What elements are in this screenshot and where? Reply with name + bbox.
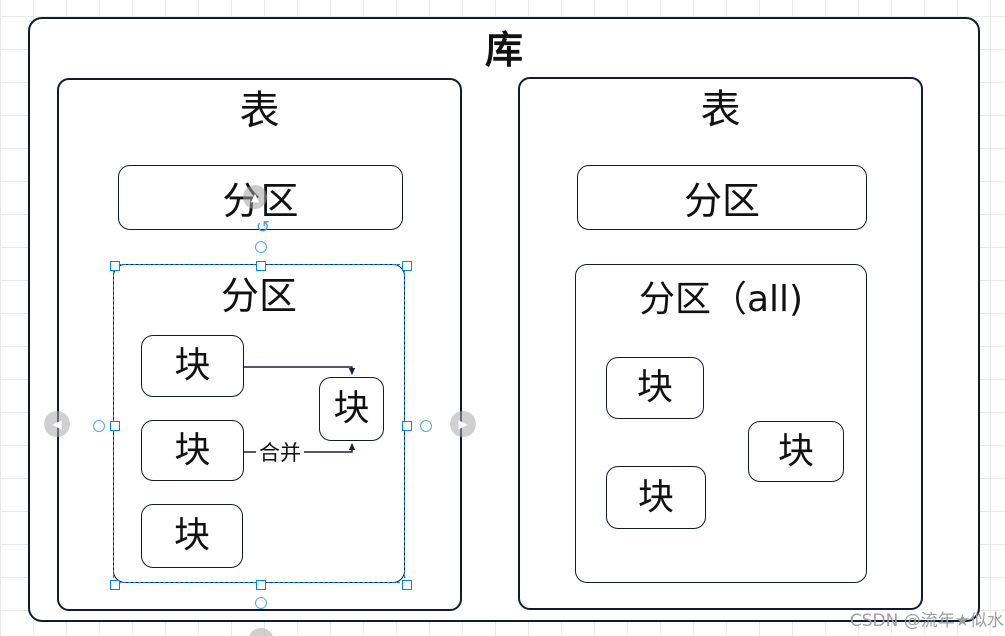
selection-handle-s[interactable] bbox=[256, 580, 266, 590]
block-r3-shape[interactable]: 块 bbox=[606, 466, 706, 529]
rotate-icon[interactable]: ↺ bbox=[255, 217, 271, 238]
selection-handle-sw[interactable] bbox=[110, 580, 120, 590]
block-c-shape[interactable]: 块 bbox=[141, 504, 243, 568]
block-r2-label: 块 bbox=[777, 430, 814, 472]
left-partition2-shape[interactable]: 分区 块 块 块 块 bbox=[113, 264, 405, 583]
connection-point-top[interactable] bbox=[255, 241, 267, 253]
database-label: 库 bbox=[484, 28, 523, 72]
selection-handle-e[interactable] bbox=[402, 421, 412, 431]
nav-right-arrow-icon[interactable]: ▶ bbox=[450, 411, 476, 437]
left-partition2-label: 分区 bbox=[220, 274, 297, 318]
connection-point-left[interactable] bbox=[93, 420, 105, 432]
left-table-shape[interactable]: 表 分区 ▲ ↺ 分区 块 块 块 bbox=[57, 78, 462, 611]
selection-handle-ne[interactable] bbox=[402, 261, 412, 271]
block-b-shape[interactable]: 块 bbox=[141, 420, 244, 481]
nav-left-arrow-icon[interactable]: ◀ bbox=[44, 411, 70, 437]
selection-handle-w[interactable] bbox=[110, 421, 120, 431]
block-c-label: 块 bbox=[173, 515, 210, 556]
connection-point-right[interactable] bbox=[420, 420, 432, 432]
selection-outline[interactable] bbox=[113, 264, 405, 583]
database-shape[interactable]: 库 表 分区 ▲ ↺ 分区 块 块 块 bbox=[28, 17, 980, 622]
partition-all-shape[interactable]: 分区（all) 块 块 块 bbox=[575, 264, 867, 583]
block-a-shape[interactable]: 块 bbox=[141, 335, 244, 397]
block-r1-shape[interactable]: 块 bbox=[606, 357, 704, 419]
direction-up-arrow-icon[interactable]: ▲ bbox=[243, 185, 267, 209]
watermark: CSDN @流年★似水 bbox=[849, 611, 1004, 631]
right-partition1-label: 分区 bbox=[683, 179, 760, 223]
right-partition1-shape[interactable]: 分区 bbox=[577, 165, 867, 230]
partition-all-label: 分区（all) bbox=[638, 279, 804, 320]
selection-handle-n[interactable] bbox=[256, 261, 266, 271]
block-a-label: 块 bbox=[174, 345, 211, 386]
merged-block-label: 块 bbox=[333, 388, 370, 429]
selection-handle-se[interactable] bbox=[402, 580, 412, 590]
right-table-shape[interactable]: 表 分区 分区（all) 块 块 块 bbox=[518, 77, 923, 610]
block-b-label: 块 bbox=[174, 429, 211, 471]
right-table-label: 表 bbox=[700, 87, 741, 133]
block-r1-label: 块 bbox=[636, 367, 673, 408]
connection-point-bottom[interactable] bbox=[255, 597, 267, 609]
block-r3-label: 块 bbox=[637, 476, 674, 518]
left-table-label: 表 bbox=[239, 88, 280, 134]
selection-handle-nw[interactable] bbox=[110, 261, 120, 271]
block-r2-shape[interactable]: 块 bbox=[748, 421, 844, 482]
nav-down-arrow-icon[interactable]: ▼ bbox=[248, 628, 274, 636]
merged-block-shape[interactable]: 块 bbox=[319, 377, 384, 441]
